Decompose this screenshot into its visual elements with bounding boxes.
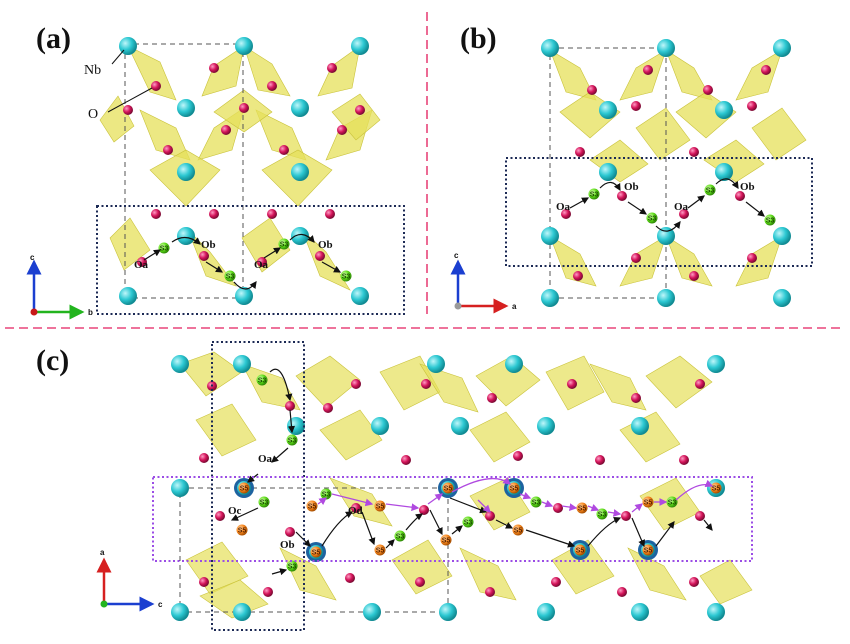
- svg-text:S3: S3: [648, 216, 657, 223]
- svg-text:a: a: [100, 548, 105, 557]
- o-pointer-a: [107, 87, 153, 113]
- ob-label-b2: Ob: [740, 181, 755, 193]
- panel-b: S3 S3 S3 S3 (b) Oa Ob Oa Ob c a: [450, 22, 813, 314]
- panel-a: S3 S3 S3 S3 (a) Nb O Oa Ob Oa Ob c b: [26, 22, 405, 320]
- oa-label-a: Oa: [134, 259, 149, 271]
- vertical-path-c: [230, 368, 296, 576]
- o-atoms-c: [199, 379, 705, 597]
- axes-c: a c: [96, 548, 163, 612]
- oa-label-b: Oa: [556, 201, 571, 213]
- polyhedra-a: [99, 45, 381, 291]
- horizontal-path-black-c: [295, 497, 713, 549]
- svg-text:S5: S5: [240, 486, 249, 493]
- oa-label-a2: Oa: [254, 259, 269, 271]
- svg-text:S5: S5: [376, 504, 385, 511]
- ob-label-b: Ob: [624, 181, 639, 193]
- ob-label-a2: Ob: [318, 239, 333, 251]
- svg-text:S3: S3: [464, 520, 473, 527]
- panel-c: S3 S3 S3 S3 S3 S3 S3 S3 S3 S3 S5 S5 S5 S…: [36, 341, 753, 631]
- svg-text:S5: S5: [376, 548, 385, 555]
- svg-text:S3: S3: [532, 500, 541, 507]
- ob-label-c: Ob: [280, 539, 295, 551]
- highlight-box-c-vertical: [211, 341, 305, 631]
- nb-label: Nb: [84, 63, 101, 78]
- axes-a: c b: [26, 253, 93, 320]
- s5-sites-c: S5 S5 S5 S5 S5 S5 S5 S5 S5 S5 S5 S5 S5 S…: [236, 482, 722, 558]
- svg-text:S5: S5: [238, 528, 247, 535]
- oc-label-c: Oc: [228, 505, 242, 517]
- od-label-c: Od: [348, 505, 363, 517]
- o-atoms-b: [561, 65, 771, 281]
- highlight-box-b: [505, 157, 813, 267]
- svg-text:S5: S5: [576, 548, 585, 555]
- svg-text:S5: S5: [312, 550, 321, 557]
- svg-text:S5: S5: [578, 506, 587, 513]
- svg-text:S5: S5: [712, 486, 721, 493]
- svg-text:S3: S3: [590, 192, 599, 199]
- paths-b: [569, 178, 765, 232]
- o-label: O: [88, 107, 98, 122]
- svg-text:S3: S3: [258, 378, 267, 385]
- horizontal-path-purple-c: [317, 476, 714, 517]
- svg-text:a: a: [512, 302, 517, 311]
- svg-text:S5: S5: [514, 528, 523, 535]
- svg-text:S3: S3: [668, 500, 677, 507]
- paths-a: [143, 233, 342, 290]
- svg-text:S3: S3: [260, 500, 269, 507]
- svg-text:S5: S5: [510, 486, 519, 493]
- svg-text:S5: S5: [442, 538, 451, 545]
- svg-text:S3: S3: [396, 534, 405, 541]
- svg-text:S3: S3: [288, 438, 297, 445]
- s3-sites-c: S3 S3 S3 S3 S3 S3 S3 S3 S3 S3: [256, 374, 678, 572]
- unit-cell-b: [549, 47, 667, 299]
- nb-atoms-b: [541, 39, 791, 307]
- svg-text:S3: S3: [706, 188, 715, 195]
- panel-b-label: (b): [460, 22, 497, 55]
- svg-text:c: c: [454, 251, 459, 260]
- li-sites-b: S3 S3 S3 S3: [588, 184, 776, 226]
- highlight-box-c-horizontal: [152, 476, 753, 562]
- svg-text:b: b: [88, 308, 93, 317]
- oa-label-b2: Oa: [674, 201, 689, 213]
- highlight-box-a: [96, 205, 405, 315]
- svg-text:c: c: [30, 253, 35, 262]
- svg-text:S3: S3: [342, 274, 351, 281]
- ob-label-a: Ob: [201, 239, 216, 251]
- svg-text:S3: S3: [226, 274, 235, 281]
- svg-text:S3: S3: [160, 246, 169, 253]
- nb-atoms-a: [119, 37, 369, 305]
- svg-text:S3: S3: [766, 218, 775, 225]
- svg-text:S3: S3: [322, 492, 331, 499]
- o-atoms-a: [123, 63, 365, 267]
- unit-cell-a: [124, 43, 244, 299]
- svg-text:S3: S3: [598, 512, 607, 519]
- panel-c-label: (c): [36, 344, 69, 377]
- unit-cell-c: [179, 487, 449, 613]
- svg-text:c: c: [158, 600, 163, 609]
- svg-text:S5: S5: [644, 500, 653, 507]
- svg-text:S5: S5: [644, 548, 653, 555]
- nb-pointer-a: [111, 49, 125, 65]
- axes-b: c a: [450, 251, 517, 314]
- svg-text:S5: S5: [444, 486, 453, 493]
- svg-text:S3: S3: [288, 564, 297, 571]
- li-sites-a: S3 S3 S3 S3: [158, 238, 352, 282]
- oa-label-c: Oa: [258, 453, 273, 465]
- svg-text:S3: S3: [280, 242, 289, 249]
- polyhedra-b: [549, 49, 807, 287]
- panel-a-label: (a): [36, 22, 71, 55]
- svg-text:S5: S5: [308, 504, 317, 511]
